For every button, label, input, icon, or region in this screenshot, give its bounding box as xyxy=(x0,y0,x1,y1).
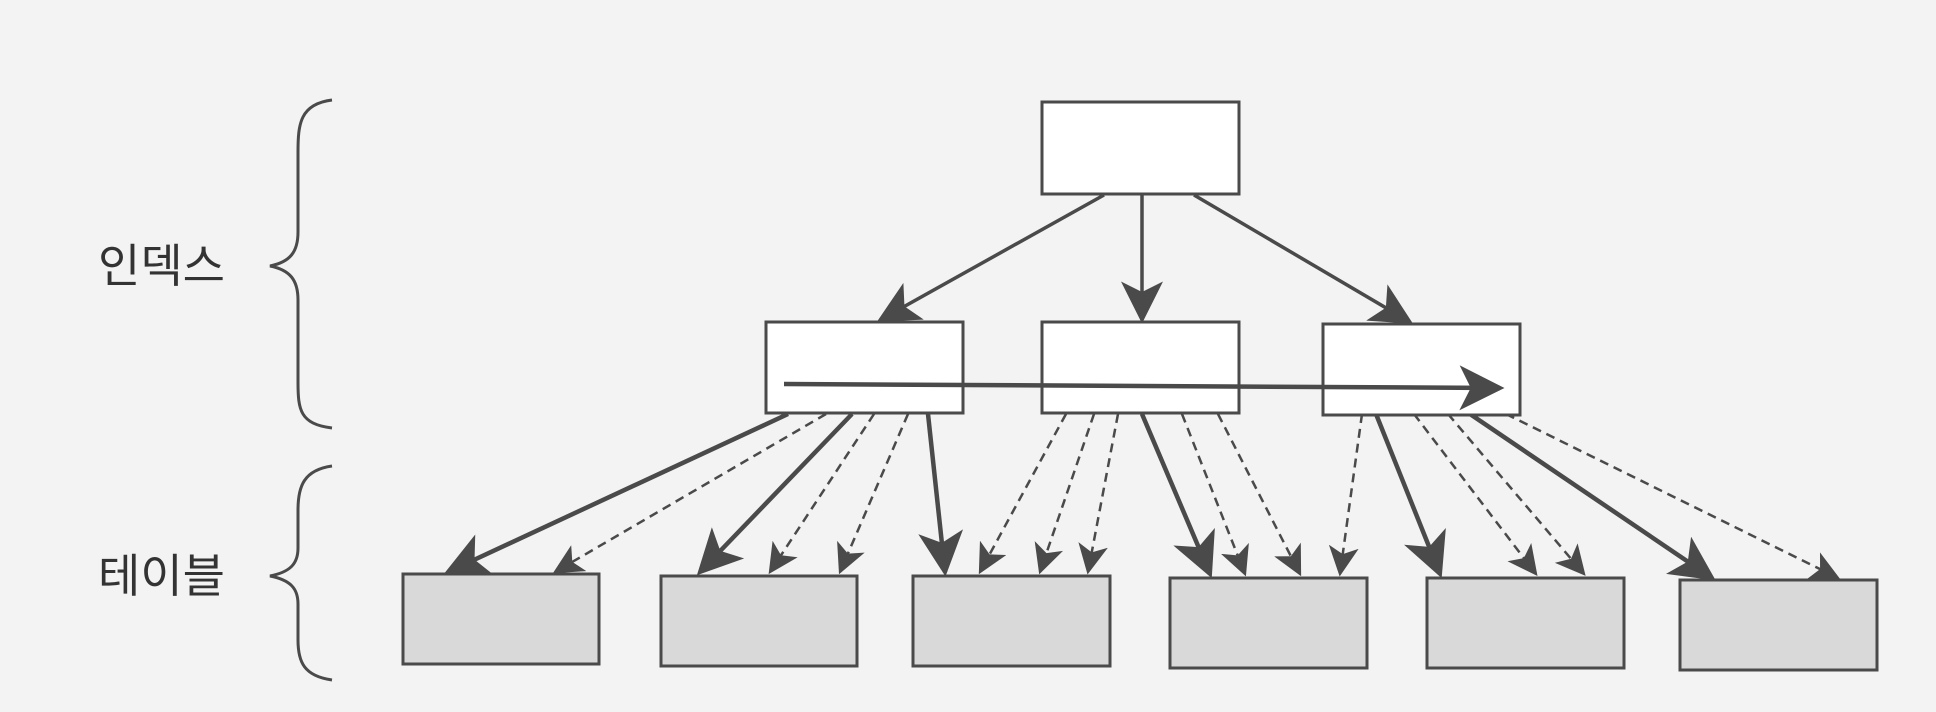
dashed-arrow-8 xyxy=(1216,413,1302,577)
dashed-arrow-12 xyxy=(1505,412,1841,580)
table-block-1 xyxy=(401,572,601,666)
index-label: 인덱스 xyxy=(98,239,225,293)
root-to-branch-arrows xyxy=(876,193,1414,324)
table-block-3 xyxy=(911,574,1112,668)
dashed-arrow-3 xyxy=(837,413,910,575)
table-block-4 xyxy=(1168,576,1369,670)
dashed-arrow-10 xyxy=(1413,413,1538,576)
index-branch-node-1 xyxy=(764,320,965,415)
index-branch-node-3 xyxy=(1321,322,1522,417)
dashed-arrow-9 xyxy=(1328,413,1364,577)
table-blocks xyxy=(401,572,1879,672)
dashed-arrow-4 xyxy=(978,413,1068,575)
solid-arrow-3 xyxy=(918,413,964,577)
root-arrow-right xyxy=(1193,193,1414,324)
solid-arrow-6 xyxy=(1468,412,1716,581)
dashed-arrow-1 xyxy=(552,412,827,574)
dashed-arrow-11 xyxy=(1447,413,1586,576)
solid-arrow-1 xyxy=(443,411,789,576)
index-brace xyxy=(269,98,333,430)
solid-pointer-arrows xyxy=(443,411,1716,581)
index-nodes xyxy=(764,100,1522,417)
table-brace xyxy=(269,464,333,682)
solid-arrow-5 xyxy=(1373,413,1446,579)
solid-arrow-2 xyxy=(696,412,854,576)
dashed-arrow-2 xyxy=(768,413,876,575)
table-label: 테이블 xyxy=(98,549,225,603)
solid-arrow-4 xyxy=(1139,413,1215,579)
root-arrow-left xyxy=(876,193,1105,322)
dashed-arrow-5 xyxy=(1034,413,1096,575)
table-block-2 xyxy=(659,574,859,668)
index-root-node xyxy=(1040,100,1241,196)
table-block-5 xyxy=(1425,576,1626,670)
index-branch-node-2 xyxy=(1040,320,1241,415)
dashed-arrow-7 xyxy=(1180,413,1249,577)
table-block-6 xyxy=(1678,578,1879,672)
dashed-pointer-arrows xyxy=(552,412,1841,580)
sibling-link-arrow xyxy=(783,365,1505,411)
dashed-arrow-6 xyxy=(1078,413,1120,575)
